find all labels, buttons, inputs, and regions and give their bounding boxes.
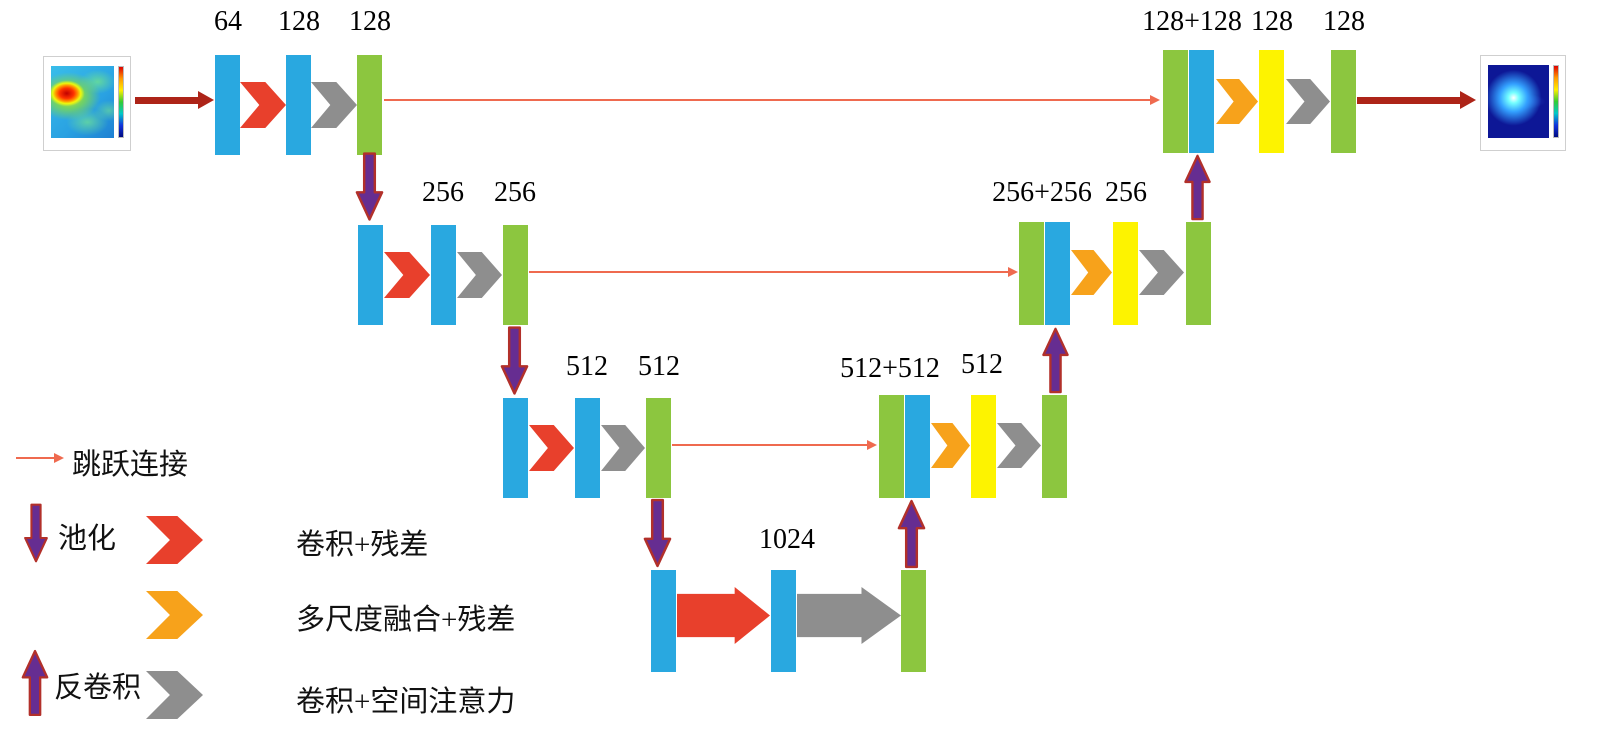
enc1-conv-bar-1 — [215, 55, 240, 155]
conv-residual-icon — [677, 587, 770, 644]
skip-connection-2 — [529, 267, 1018, 277]
enc1-feature-bar — [357, 55, 382, 155]
channel-label: 256+256 — [992, 177, 1092, 208]
dec1-concat-bar-blue — [1189, 50, 1214, 153]
legend-deconv-label: 反卷积 — [54, 672, 142, 704]
skip-connection-3 — [672, 440, 877, 450]
channel-label: 128 — [1323, 6, 1365, 37]
legend-conv-residual-label: 卷积+残差 — [296, 529, 429, 561]
legend-fusion-residual-icon — [146, 591, 203, 639]
channel-label: 512 — [638, 351, 680, 382]
enc2-feature-bar — [503, 225, 528, 325]
legend-conv-residual-icon — [146, 516, 203, 564]
arrowhead-icon — [198, 91, 214, 109]
fusion-residual-icon — [1216, 79, 1258, 124]
legend-skip-label: 跳跃连接 — [72, 449, 189, 481]
conv-residual-icon — [529, 425, 574, 471]
conv-attention-icon — [601, 425, 645, 471]
enc2-conv-bar-2 — [431, 225, 456, 325]
output-image — [1480, 55, 1566, 151]
arrowhead-icon — [1150, 95, 1160, 105]
legend-conv-attention-label: 卷积+空间注意力 — [296, 686, 516, 718]
input-heatmap — [51, 66, 114, 138]
dec3-concat-bar-green — [879, 395, 904, 498]
dec1-fusion-bar — [1259, 50, 1284, 153]
dec3-concat-bar-blue — [905, 395, 930, 498]
channel-label: 128 — [349, 6, 391, 37]
enc3-feature-bar — [646, 398, 671, 498]
channel-label: 1024 — [759, 524, 815, 555]
output-colorbar — [1553, 65, 1559, 138]
dec1-output-bar — [1331, 50, 1356, 153]
fusion-residual-icon — [1071, 250, 1112, 295]
enc3-conv-bar-2 — [575, 398, 600, 498]
legend-deconv-arrow — [21, 649, 49, 717]
dec3-output-bar — [1042, 395, 1067, 498]
dec3-fusion-bar — [971, 395, 996, 498]
enc1-conv-bar-2 — [286, 55, 311, 155]
deconv-arrow — [1184, 154, 1211, 221]
deconv-arrow — [1042, 327, 1069, 394]
dec2-concat-bar-blue — [1045, 222, 1070, 325]
arrowhead-icon — [1460, 91, 1476, 109]
arrowhead-icon — [867, 440, 877, 450]
output-heatmap — [1488, 65, 1549, 138]
input-arrow — [135, 91, 214, 109]
channel-label: 256 — [422, 177, 464, 208]
conv-attention-icon — [457, 252, 502, 298]
input-colorbar — [118, 66, 124, 138]
conv-attention-icon — [1286, 79, 1330, 124]
fusion-residual-icon — [931, 423, 970, 468]
conv-residual-icon — [384, 252, 430, 298]
legend-pooling-arrow — [24, 503, 48, 563]
conv-attention-icon — [1139, 250, 1184, 295]
pooling-arrow — [643, 498, 672, 568]
bottleneck-feature-bar — [901, 570, 926, 672]
conv-attention-icon — [797, 587, 901, 644]
channel-label: 256 — [494, 177, 536, 208]
channel-label: 128 — [1251, 6, 1293, 37]
channel-label: 128+128 — [1142, 6, 1242, 37]
dec1-concat-bar-green — [1163, 50, 1188, 153]
enc2-conv-bar-1 — [358, 225, 383, 325]
skip-connection-1 — [384, 95, 1160, 105]
conv-attention-icon — [311, 82, 357, 128]
legend-pool-label: 池化 — [58, 523, 117, 555]
dec2-output-bar — [1186, 222, 1211, 325]
channel-label: 64 — [214, 6, 242, 37]
arrowhead-icon — [54, 453, 64, 463]
dec2-fusion-bar — [1113, 222, 1138, 325]
output-arrow — [1357, 91, 1476, 109]
channel-label: 128 — [278, 6, 320, 37]
bottleneck-bar-2 — [771, 570, 796, 672]
enc3-conv-bar-1 — [503, 398, 528, 498]
conv-attention-icon — [997, 423, 1041, 468]
channel-label: 512 — [566, 351, 608, 382]
bottleneck-bar-1 — [651, 570, 676, 672]
pooling-arrow — [355, 152, 384, 221]
channel-label: 256 — [1105, 177, 1147, 208]
arrowhead-icon — [1008, 267, 1018, 277]
legend-skip-arrow — [16, 453, 64, 463]
deconv-arrow — [897, 499, 926, 569]
pooling-arrow — [500, 326, 529, 395]
channel-label: 512+512 — [840, 353, 940, 384]
conv-residual-icon — [240, 82, 286, 128]
legend-fusion-residual-label: 多尺度融合+残差 — [296, 604, 516, 636]
legend-conv-attention-icon — [146, 671, 203, 719]
channel-label: 512 — [961, 349, 1003, 380]
input-image — [43, 56, 131, 151]
dec2-concat-bar-green — [1019, 222, 1044, 325]
